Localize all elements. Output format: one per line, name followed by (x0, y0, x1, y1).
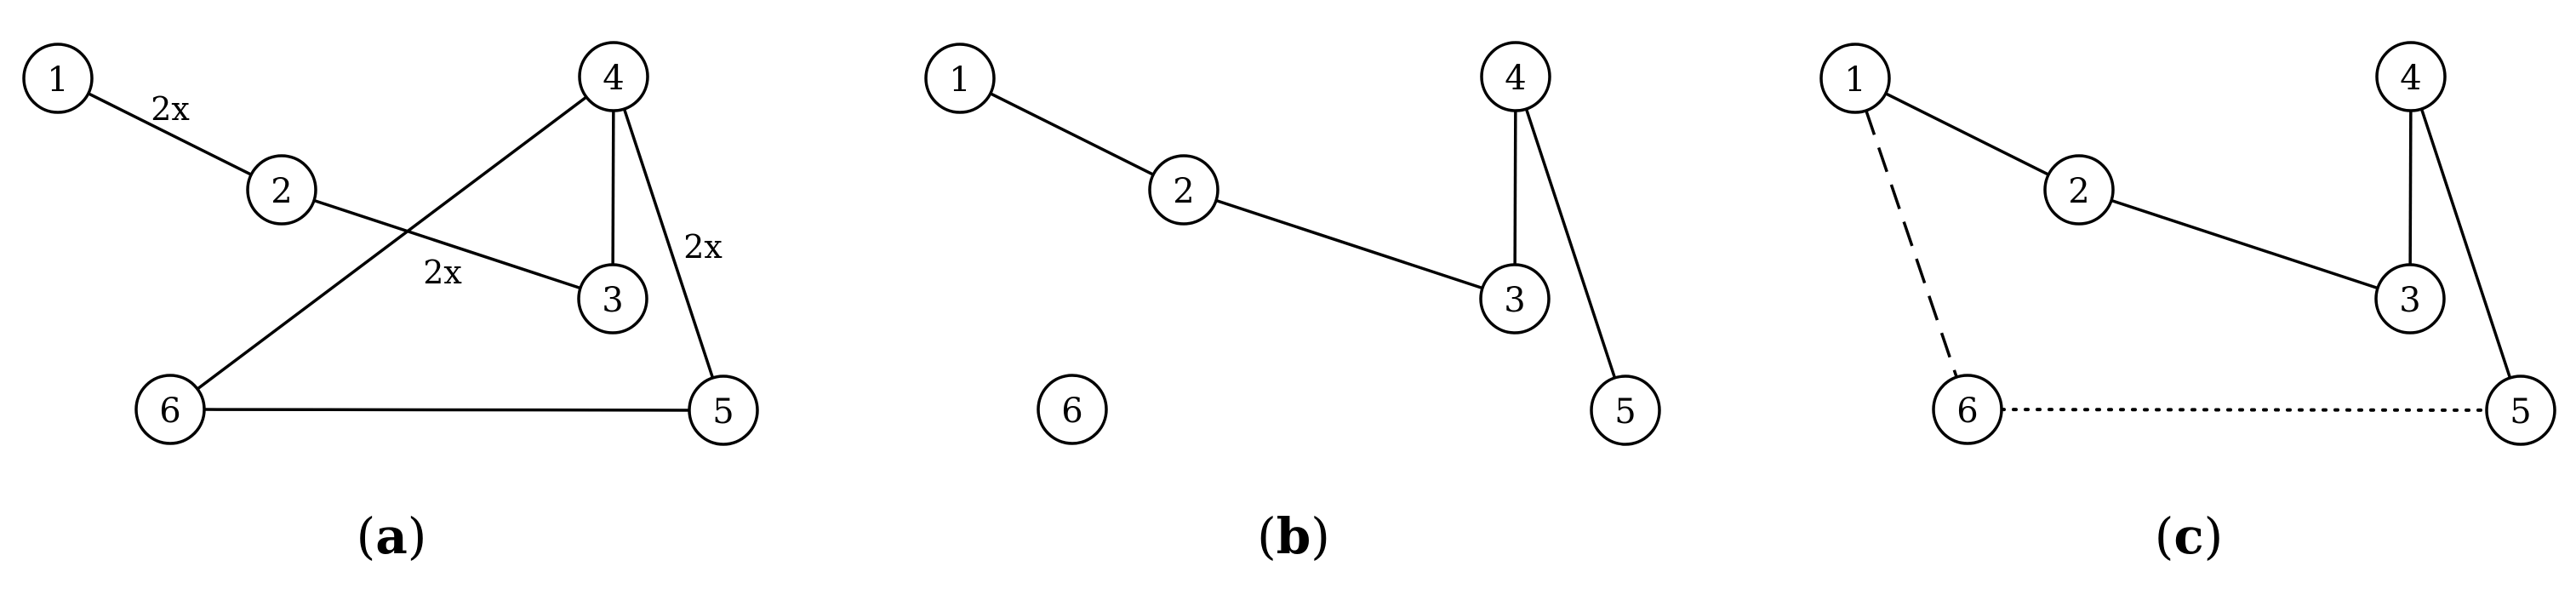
node-5: 5 (688, 375, 759, 446)
edge-1-6 (1865, 110, 1958, 378)
node-circle (1148, 154, 1219, 226)
edge-1-2 (1885, 92, 2049, 176)
node-3: 3 (1479, 263, 1551, 335)
caption-open: ( (2155, 507, 2174, 565)
node-label: 2 (1173, 172, 1194, 211)
node-label: 4 (2400, 59, 2421, 98)
edge-4-3 (611, 110, 615, 266)
caption-letter: a (375, 507, 408, 565)
panel-b: 1 2 3 4 5 6 (b) (924, 41, 1661, 565)
node-2: 2 (2043, 154, 2115, 226)
edge-label-1-2: 2x (151, 90, 190, 128)
node-circle (688, 375, 759, 446)
edge-label-2-3: 2x (423, 254, 462, 291)
node-circle (246, 154, 317, 226)
node-4: 4 (1480, 41, 1551, 112)
caption-close: ) (408, 507, 427, 565)
node-5: 5 (2485, 375, 2556, 446)
node-6: 6 (134, 374, 206, 445)
node-circle (924, 43, 996, 114)
panel-caption-c: (c) (2155, 507, 2224, 565)
caption-close: ) (2204, 507, 2224, 565)
edge-6-5 (203, 408, 690, 412)
node-circle (1480, 41, 1551, 112)
node-circle (1590, 375, 1661, 446)
panel-caption-a: (a) (357, 507, 427, 565)
node-4: 4 (578, 41, 649, 112)
node-6: 6 (1932, 374, 2003, 445)
node-1: 1 (22, 43, 94, 114)
node-label: 6 (1061, 392, 1082, 431)
edge-2-3 (2110, 198, 2379, 290)
node-label: 3 (602, 281, 623, 320)
node-circle (1932, 374, 2003, 445)
edge-4-6 (196, 95, 588, 391)
edge-1-2 (88, 92, 252, 176)
edge-label-4-5: 2x (683, 228, 723, 266)
caption-letter: b (1277, 507, 1311, 565)
caption-open: ( (357, 507, 376, 565)
node-5: 5 (1590, 375, 1661, 446)
node-label: 1 (1844, 60, 1865, 100)
node-circle (578, 41, 649, 112)
node-3: 3 (577, 263, 648, 335)
caption-open: ( (1257, 507, 1277, 565)
node-label: 4 (1505, 59, 1526, 98)
node-circle (2043, 154, 2115, 226)
caption-close: ) (1311, 507, 1330, 565)
node-circle (1819, 43, 1891, 114)
node-2: 2 (246, 154, 317, 226)
node-label: 5 (712, 392, 734, 432)
edge-4-3 (1513, 110, 1517, 266)
node-circle (22, 43, 94, 114)
edge-2-3 (313, 198, 581, 290)
node-label: 5 (1614, 392, 1636, 432)
panel-a: 2x 2x 2x 1 2 3 4 5 6 (a) (22, 41, 759, 565)
edge-2-3 (1215, 198, 1483, 290)
node-4: 4 (2375, 41, 2447, 112)
node-circle (2374, 263, 2446, 335)
node-6: 6 (1037, 374, 1108, 445)
node-label: 2 (2068, 172, 2089, 211)
edge-4-5 (1524, 108, 1617, 379)
node-label: 3 (1504, 281, 1525, 320)
edge-4-5 (2419, 108, 2512, 379)
edge-4-5 (622, 108, 715, 379)
node-label: 3 (2399, 281, 2420, 320)
edge-6-5 (2000, 408, 2488, 412)
node-circle (577, 263, 648, 335)
node-label: 1 (47, 60, 68, 100)
edge-1-2 (990, 92, 1154, 176)
panel-c: 1 2 3 4 5 6 (c) (1819, 41, 2556, 565)
node-circle (1479, 263, 1551, 335)
node-label: 5 (2510, 392, 2531, 432)
node-1: 1 (924, 43, 996, 114)
node-circle (1037, 374, 1108, 445)
node-label: 6 (1956, 392, 1978, 431)
node-3: 3 (2374, 263, 2446, 335)
node-label: 1 (949, 60, 970, 100)
panel-caption-b: (b) (1257, 507, 1330, 565)
node-label: 4 (603, 59, 624, 98)
node-circle (2375, 41, 2447, 112)
node-circle (2485, 375, 2556, 446)
node-circle (134, 374, 206, 445)
node-label: 6 (159, 392, 180, 431)
node-2: 2 (1148, 154, 1219, 226)
caption-letter: c (2173, 507, 2203, 565)
node-label: 2 (271, 172, 292, 211)
edge-4-3 (2408, 110, 2413, 266)
node-1: 1 (1819, 43, 1891, 114)
